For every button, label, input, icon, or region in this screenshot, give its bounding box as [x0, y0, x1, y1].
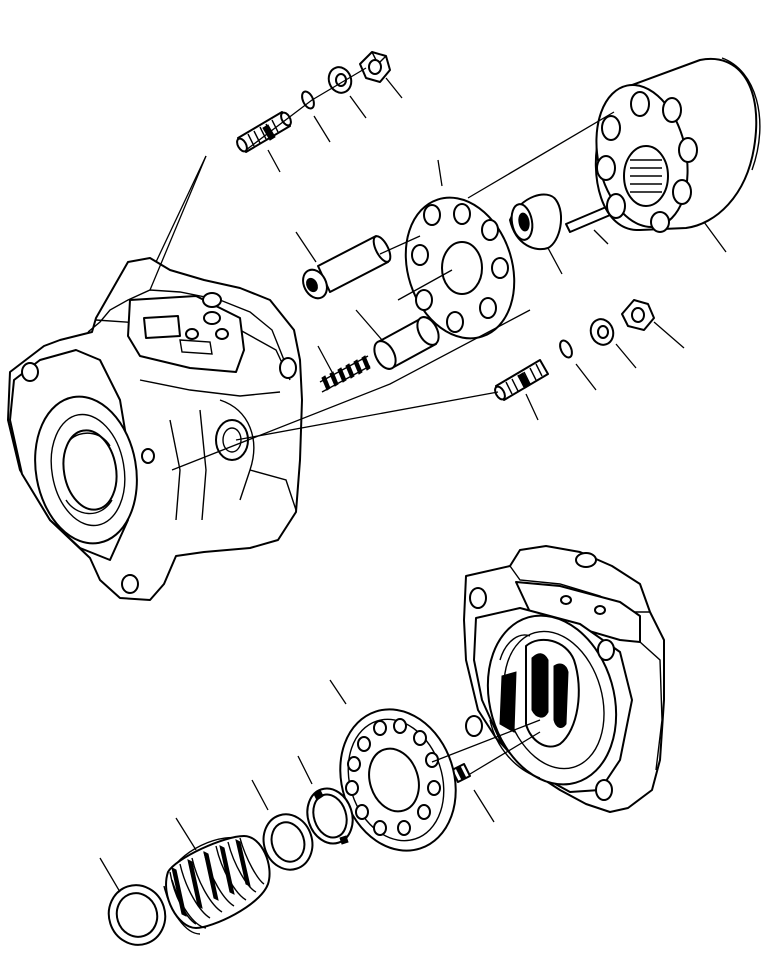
thrust-washer [101, 878, 173, 952]
callout-lower-o-ring [576, 364, 596, 390]
pump-housing [8, 258, 302, 600]
callout-upper-washer [350, 96, 366, 118]
cylinder-block [584, 58, 760, 236]
spring-small [320, 356, 370, 392]
callout-upper-stud [268, 150, 280, 172]
callout-pin [594, 230, 608, 244]
valve-plate [388, 183, 531, 352]
lower-nut [622, 300, 654, 330]
callout-spring-small [318, 346, 332, 372]
callout-large-spring [176, 818, 196, 850]
callout-upper-o-ring [314, 116, 330, 142]
dowel-pin [452, 764, 470, 782]
callout-port-plate [330, 680, 346, 704]
callout-lower-washer [616, 344, 636, 368]
callout-piston [296, 232, 316, 262]
large-spring [164, 836, 270, 934]
callout-lower-nut [654, 322, 684, 348]
spherical-bushing [509, 194, 561, 249]
callout-spacer-sleeve [356, 310, 382, 340]
lower-washer [587, 316, 617, 348]
callout-shim [252, 780, 268, 810]
callout-valve-plate [438, 160, 442, 186]
spacer-sleeve [370, 314, 443, 373]
lower-o-ring [558, 339, 575, 360]
upper-o-ring [300, 90, 317, 111]
callout-leaders [100, 78, 726, 892]
piston [298, 234, 393, 303]
lower-stud [493, 360, 548, 401]
port-plate [322, 694, 473, 866]
callout-dowel-pin [474, 790, 494, 822]
callout-lower-stud [526, 394, 538, 420]
callout-valve-plate-center [398, 270, 452, 300]
callout-upper-nut [386, 78, 402, 98]
assembly-lines [150, 68, 614, 774]
callout-spherical-bushing [548, 248, 562, 274]
callout-cylinder-block [704, 222, 726, 252]
upper-washer [325, 64, 355, 96]
end-cap-housing [464, 546, 664, 812]
upper-stud [235, 111, 293, 153]
callout-snap-ring [298, 756, 312, 784]
upper-nut [360, 52, 390, 82]
callout-thrust-washer [100, 858, 120, 892]
snap-ring [300, 783, 359, 850]
shim [257, 808, 320, 876]
